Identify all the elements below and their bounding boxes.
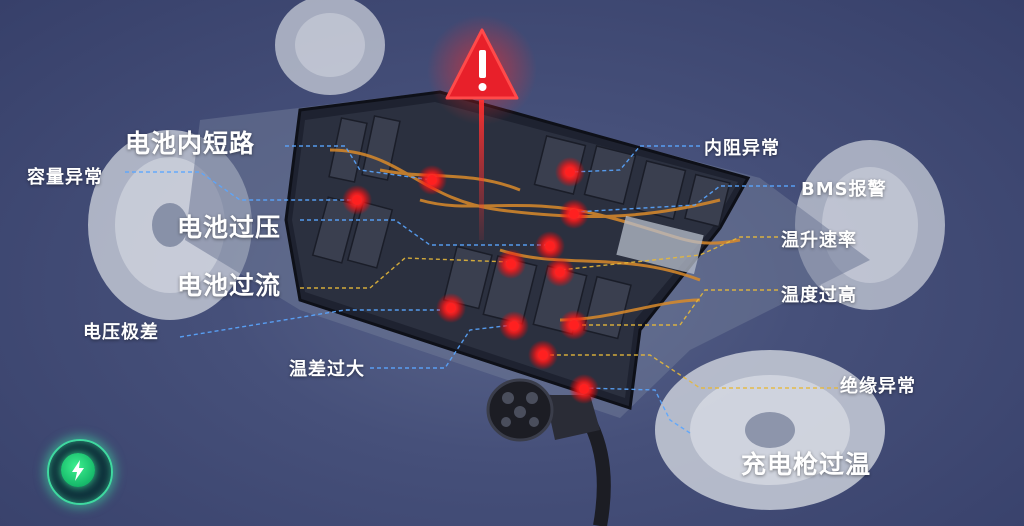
hotspot	[559, 199, 589, 229]
hotspot	[555, 157, 585, 187]
label-voltage-diff: 电压极差	[83, 322, 159, 343]
lightning-bolt-icon	[72, 460, 84, 481]
hotspot	[535, 231, 565, 261]
hotspot	[545, 257, 575, 287]
label-temp-rise-rate: 温升速率	[781, 230, 857, 251]
label-insulation-abnormal: 绝缘异常	[840, 376, 916, 397]
charging-indicator	[61, 453, 95, 487]
label-over-temp: 温度过高	[781, 285, 857, 306]
charging-gun	[486, 378, 611, 526]
battery-pack	[284, 90, 751, 410]
hotspot	[499, 311, 529, 341]
hotspot	[528, 340, 558, 370]
hotspot	[496, 249, 526, 279]
hotspot-group	[342, 157, 599, 404]
label-overvoltage: 电池过压	[177, 213, 282, 242]
label-temp-diff: 温差过大	[289, 359, 365, 380]
hotspot	[342, 185, 372, 215]
warning-triangle-icon	[427, 15, 537, 125]
hotspot	[436, 293, 466, 323]
hotspot	[417, 165, 447, 195]
hotspot	[569, 374, 599, 404]
connector-lines-blue	[125, 145, 795, 434]
wheel-front-right	[275, 0, 385, 95]
connector-lines-yellow	[300, 236, 838, 389]
warning-beam	[479, 100, 484, 240]
hotspot	[559, 310, 589, 340]
charging-button[interactable]	[47, 439, 113, 505]
label-resistance-abnormal: 内阻异常	[704, 138, 780, 159]
wheel-rear-left	[655, 350, 885, 510]
label-bms-alarm: BMS报警	[801, 179, 887, 200]
label-overcurrent: 电池过流	[177, 271, 282, 300]
label-capacity-abnormal: 容量异常	[27, 167, 103, 188]
label-internal-short: 电池内短路	[125, 129, 256, 158]
label-charger-over-temp: 充电枪过温	[741, 450, 872, 479]
